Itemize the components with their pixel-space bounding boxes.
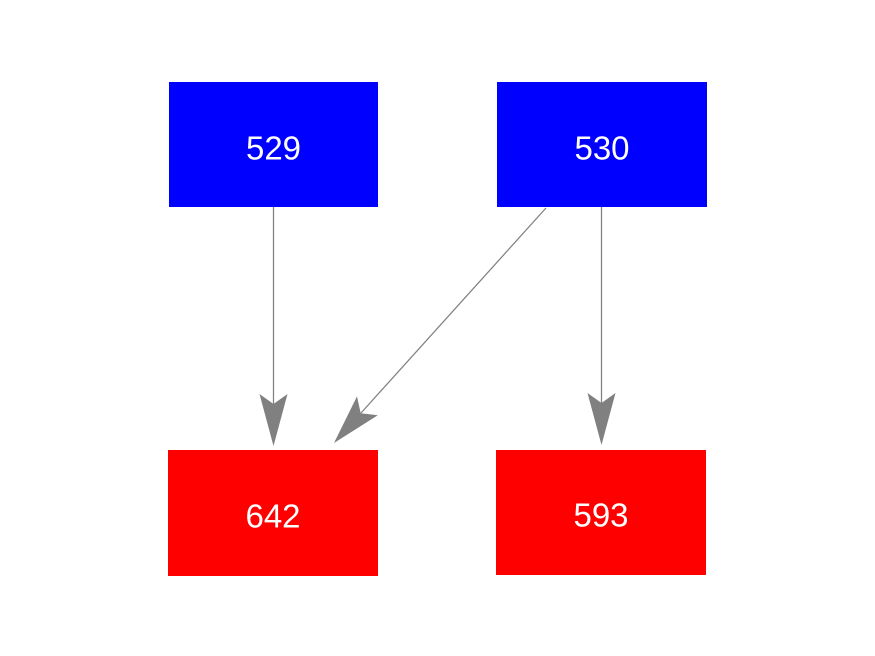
- node-529-label: 529: [246, 130, 301, 167]
- node-530-label: 530: [574, 130, 629, 167]
- node-593: 593: [496, 450, 706, 575]
- node-593-label: 593: [573, 497, 628, 534]
- node-529-box: [169, 82, 378, 207]
- node-642-box: [168, 450, 378, 576]
- node-530: 530: [497, 82, 707, 207]
- node-530-box: [497, 82, 707, 207]
- arrowhead-530-642: [334, 396, 378, 443]
- edge-line-530-642: [360, 207, 547, 414]
- node-529: 529: [169, 82, 378, 207]
- edge-layer: [259, 207, 616, 446]
- arrowhead-529-642: [259, 394, 288, 446]
- node-642-label: 642: [245, 498, 300, 535]
- node-642: 642: [168, 450, 378, 576]
- arrowhead-530-593: [587, 393, 616, 445]
- node-593-box: [496, 450, 706, 575]
